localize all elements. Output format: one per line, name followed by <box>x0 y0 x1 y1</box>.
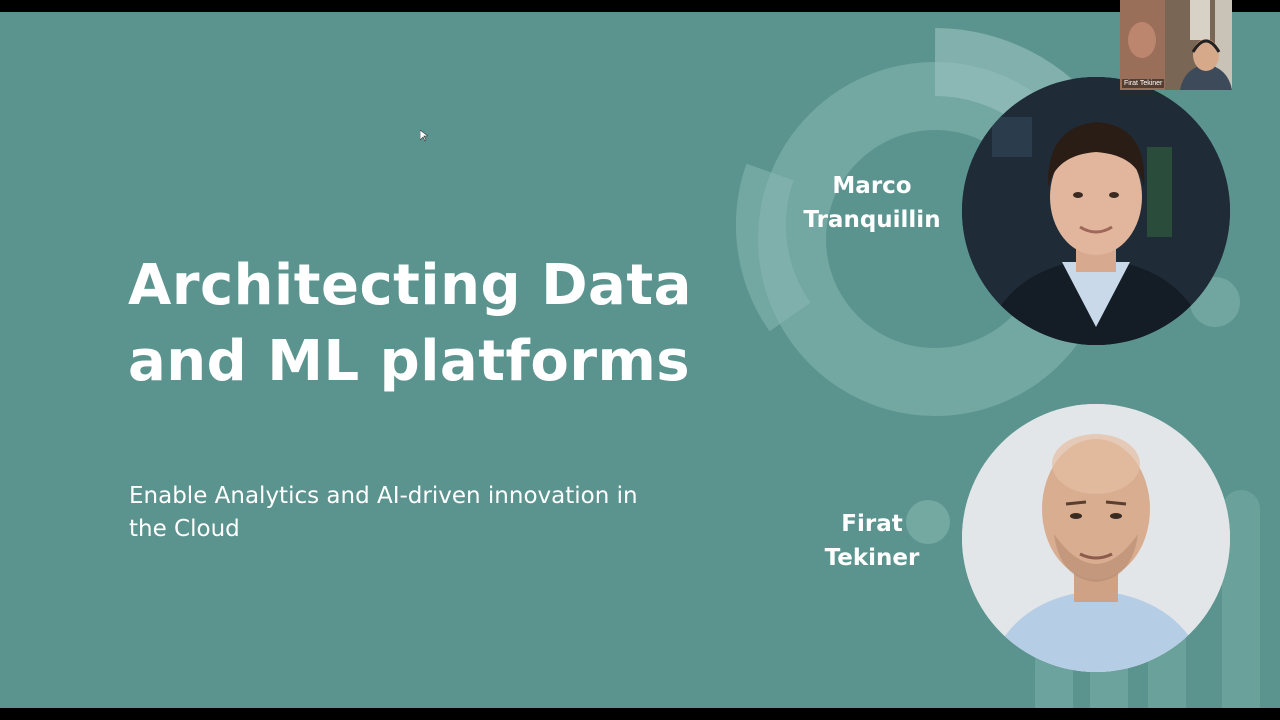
decorative-ring-segment-2 <box>735 163 811 332</box>
speaker-name-2: Firat Tekiner <box>792 507 952 575</box>
webcam-video-feed <box>1120 0 1232 90</box>
speaker-1-last-name: Tranquillin <box>803 207 941 233</box>
speaker-photo-1 <box>962 77 1230 345</box>
participant-webcam-thumbnail[interactable]: Firat Tekiner <box>1120 0 1232 90</box>
speaker-2-photo-illustration <box>962 404 1230 672</box>
speaker-2-first-name: Firat <box>841 511 903 537</box>
slide-subtitle: Enable Analytics and AI-driven innovatio… <box>129 480 729 546</box>
decorative-dot <box>906 500 950 544</box>
slide-subtitle-line-1: Enable Analytics and AI-driven innovatio… <box>129 483 638 509</box>
speaker-1-first-name: Marco <box>832 173 912 199</box>
slide-title-line-2: and ML platforms <box>128 329 691 394</box>
slide-title-line-1: Architecting Data <box>128 253 692 318</box>
speaker-name-1: Marco Tranquillin <box>792 169 952 237</box>
slide-title: Architecting Data and ML platforms <box>128 248 748 400</box>
decorative-bar-4 <box>1222 490 1260 708</box>
speaker-1-photo-illustration <box>962 77 1230 345</box>
mouse-cursor-icon <box>420 130 428 142</box>
webcam-participant-name: Firat Tekiner <box>1122 79 1165 88</box>
speaker-2-last-name: Tekiner <box>824 545 920 571</box>
presentation-slide: Architecting Data and ML platforms Enabl… <box>0 12 1280 708</box>
speaker-photo-2 <box>962 404 1230 672</box>
slide-subtitle-line-2: the Cloud <box>129 516 240 542</box>
